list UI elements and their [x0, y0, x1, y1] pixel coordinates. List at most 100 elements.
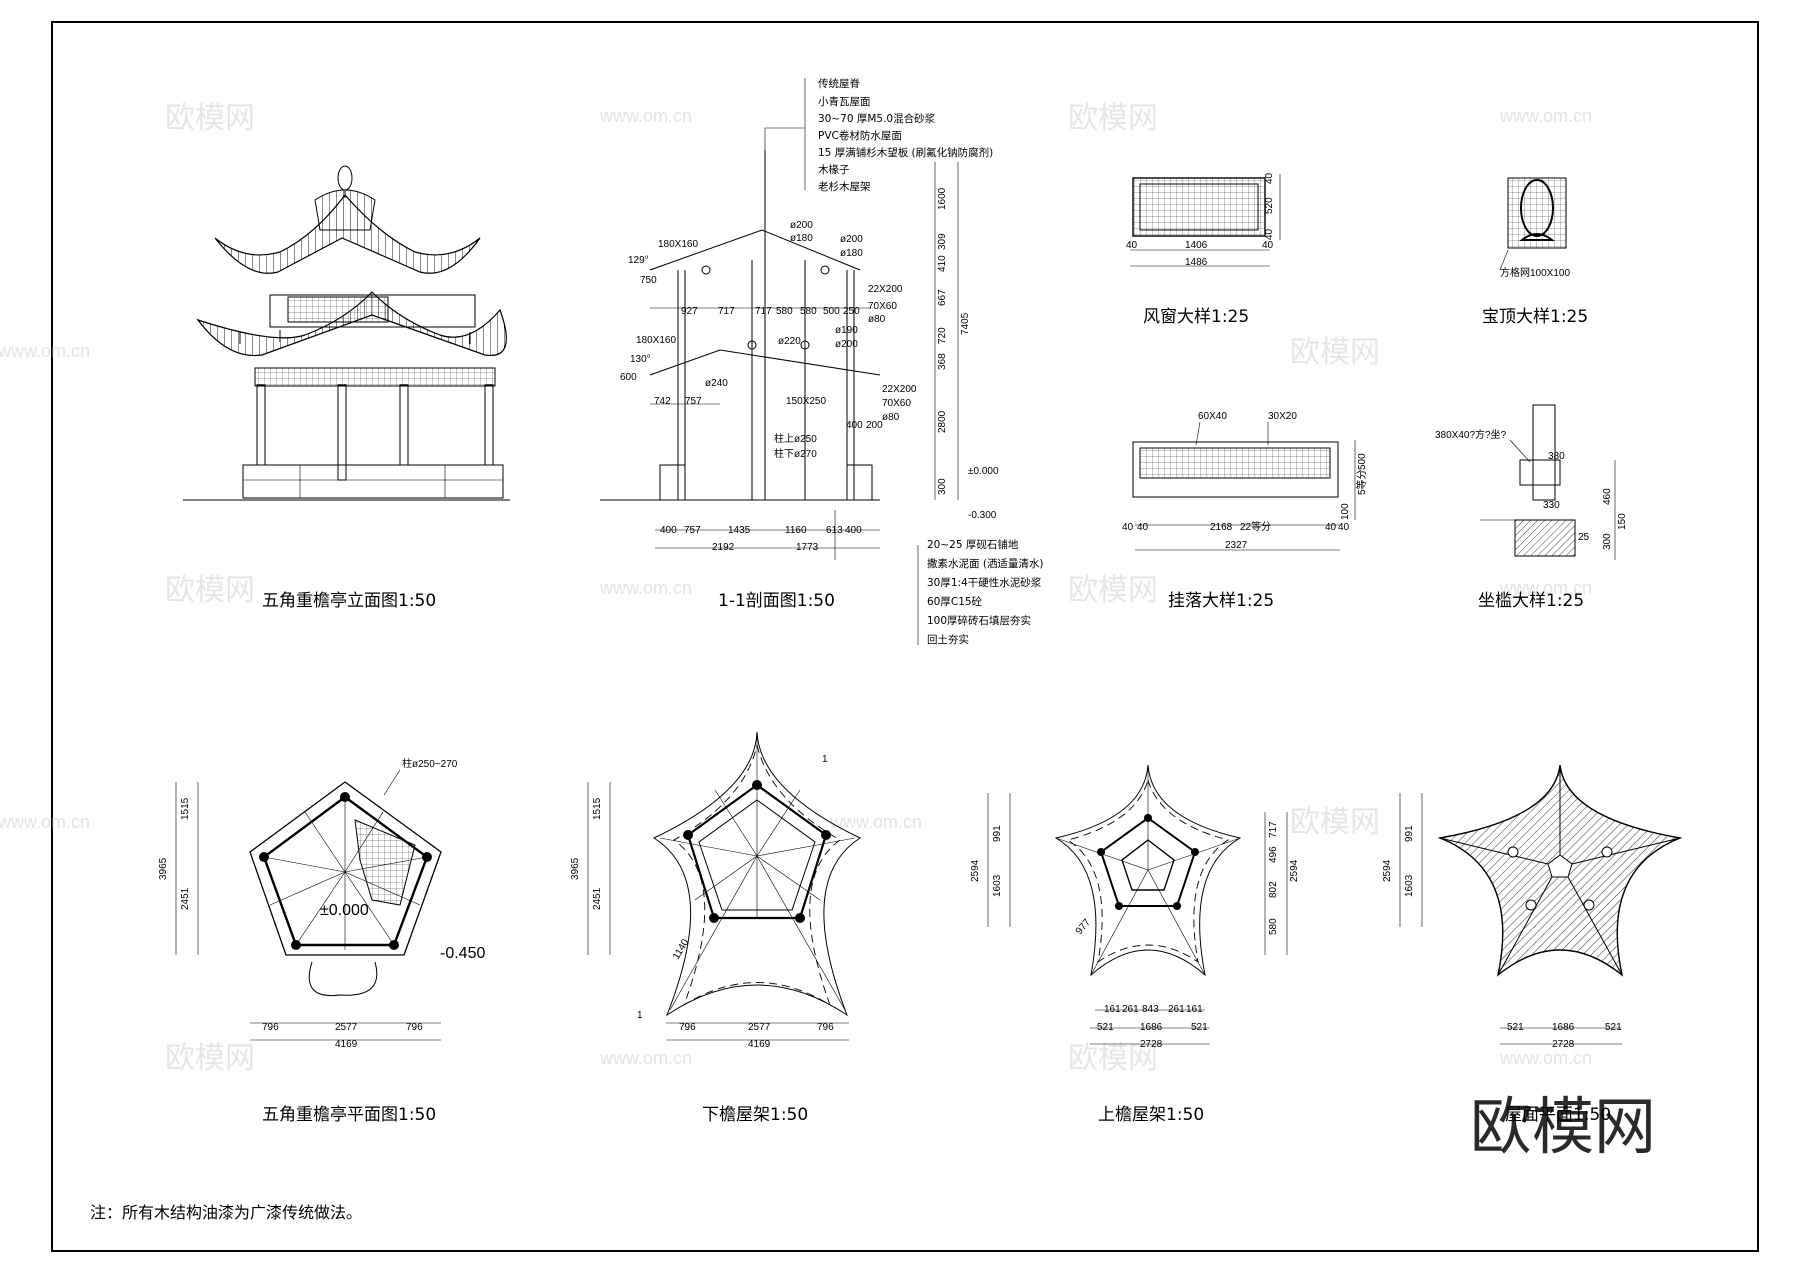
svg-text:500: 500: [823, 306, 840, 317]
svg-text:161: 161: [1104, 1004, 1121, 1015]
svg-text:520: 520: [1264, 197, 1275, 214]
floor-layer: 100厚碎砖石填层夯实: [927, 614, 1031, 627]
svg-text:方格网100X100: 方格网100X100: [1500, 266, 1570, 279]
svg-text:40: 40: [1264, 228, 1275, 240]
wind-window-title: 风窗大样1:25: [1143, 307, 1249, 327]
watermark-brand: 欧模网: [1068, 101, 1158, 136]
section-member-labels: 180X160 ø200 ø180 ø200 ø180 22X200 70X60…: [620, 220, 917, 460]
section-dimensions: 927 717 717 580 580 500 250 742 757 400 …: [650, 162, 999, 553]
svg-text:150: 150: [1617, 513, 1628, 530]
svg-text:521: 521: [1191, 1022, 1208, 1033]
floor-layer: 撒素水泥面 (洒适量清水): [927, 557, 1044, 570]
svg-text:ø190: ø190: [835, 325, 858, 336]
svg-text:1486: 1486: [1185, 257, 1208, 268]
svg-text:300: 300: [1602, 533, 1613, 550]
general-note: 注：所有木结构油漆为广漆传统做法。: [90, 1203, 362, 1222]
svg-text:22等分: 22等分: [1240, 520, 1271, 533]
hanging-fascia-detail: 40 40 2168 22等分 40 40 2327 60X40 30X20 5…: [1122, 411, 1368, 551]
roof-layer: PVC卷材防水屋面: [818, 129, 902, 142]
svg-text:2577: 2577: [335, 1022, 358, 1033]
svg-text:1603: 1603: [992, 874, 1003, 897]
bench-detail: 380X40?方?坐? 380 330 460 150 300 25: [1435, 404, 1628, 560]
watermark-url: www.om.cn: [0, 341, 90, 361]
svg-text:200: 200: [866, 420, 883, 431]
svg-text:±0.000: ±0.000: [320, 902, 369, 919]
watermark-brand: 欧模网: [165, 1041, 255, 1076]
svg-text:3965: 3965: [158, 857, 169, 880]
svg-text:309: 309: [937, 233, 948, 250]
svg-text:500: 500: [1357, 453, 1368, 470]
roof-layer: 15 厚满铺杉木望板 (刷氟化钠防腐剂): [818, 146, 993, 159]
svg-text:2800: 2800: [937, 410, 948, 433]
svg-text:580: 580: [800, 306, 817, 317]
svg-text:1406: 1406: [1185, 240, 1208, 251]
svg-text:2451: 2451: [180, 887, 191, 910]
svg-text:129°: 129°: [628, 255, 649, 266]
svg-text:130°: 130°: [630, 354, 651, 365]
hanging-fascia-title: 挂落大样1:25: [1168, 591, 1274, 611]
watermark-url: www.om.cn: [0, 812, 90, 832]
svg-text:600: 600: [620, 372, 637, 383]
svg-text:22X200: 22X200: [868, 284, 903, 295]
svg-text:ø80: ø80: [868, 314, 886, 325]
svg-text:400: 400: [660, 525, 677, 536]
watermark-url: www.om.cn: [599, 1048, 692, 1068]
svg-text:ø200: ø200: [840, 234, 863, 245]
roof-layer: 木椽子: [818, 163, 850, 176]
section-roof-layers: 传统屋脊 小青瓦屋面 30~70 厚M5.0混合砂浆 PVC卷材防水屋面 15 …: [818, 77, 993, 193]
svg-text:796: 796: [406, 1022, 423, 1033]
svg-text:70X60: 70X60: [868, 301, 897, 312]
svg-text:742: 742: [654, 396, 671, 407]
svg-text:ø180: ø180: [790, 233, 813, 244]
svg-text:757: 757: [684, 525, 701, 536]
svg-text:380: 380: [1548, 451, 1565, 462]
elevation-drawing: [183, 165, 510, 501]
svg-text:180X160: 180X160: [658, 239, 698, 250]
watermark-url: www.om.cn: [599, 578, 692, 598]
svg-text:2728: 2728: [1552, 1039, 1575, 1050]
svg-text:40: 40: [1137, 522, 1149, 533]
svg-text:991: 991: [1404, 825, 1415, 842]
svg-text:ø200: ø200: [835, 339, 858, 350]
roof-layer: 老杉木屋架: [818, 180, 871, 193]
svg-text:250: 250: [843, 306, 860, 317]
svg-text:150X250: 150X250: [786, 396, 826, 407]
watermark-brand: 欧模网: [165, 573, 255, 608]
watermark-url: www.om.cn: [1499, 578, 1592, 598]
svg-text:ø200: ø200: [790, 220, 813, 231]
svg-text:2192: 2192: [712, 542, 735, 553]
svg-text:368: 368: [937, 353, 948, 370]
watermark-brand: 欧模网: [165, 101, 255, 136]
svg-text:460: 460: [1602, 488, 1613, 505]
svg-text:180X160: 180X160: [636, 335, 676, 346]
svg-text:1686: 1686: [1552, 1022, 1575, 1033]
watermark-url: www.om.cn: [1499, 106, 1592, 126]
watermark-brand: 欧模网: [1290, 335, 1380, 370]
svg-text:802: 802: [1268, 881, 1279, 898]
svg-text:1515: 1515: [592, 797, 603, 820]
floor-layer: 60厚C15砼: [927, 595, 983, 608]
svg-text:2594: 2594: [1382, 859, 1393, 882]
svg-text:580: 580: [776, 306, 793, 317]
upper-frame-title: 上檐屋架1:50: [1098, 1105, 1204, 1125]
svg-text:796: 796: [262, 1022, 279, 1033]
svg-text:22X200: 22X200: [882, 384, 917, 395]
svg-text:717: 717: [1268, 821, 1279, 838]
upper-roof-frame-drawing: 977 991 1603 2594 717 496 802 580 2594 1…: [970, 764, 1300, 1050]
svg-text:330: 330: [1543, 500, 1560, 511]
floor-layer: 30厚1:4干硬性水泥砂浆: [927, 576, 1042, 589]
watermark-url: www.om.cn: [599, 106, 692, 126]
sheet-border: [51, 21, 1759, 1252]
svg-text:3965: 3965: [570, 857, 581, 880]
svg-text:1: 1: [822, 754, 828, 765]
svg-text:ø240: ø240: [705, 378, 728, 389]
elevation-title: 五角重檐亭立面图1:50: [262, 591, 436, 611]
svg-text:261: 261: [1168, 1004, 1185, 1015]
svg-text:796: 796: [679, 1022, 696, 1033]
roof-layer: 小青瓦屋面: [818, 95, 871, 108]
svg-text:717: 717: [718, 306, 735, 317]
svg-text:400: 400: [845, 525, 862, 536]
svg-text:25: 25: [1578, 532, 1590, 543]
finial-detail: 方格网100X100: [1499, 177, 1570, 279]
svg-text:521: 521: [1605, 1022, 1622, 1033]
